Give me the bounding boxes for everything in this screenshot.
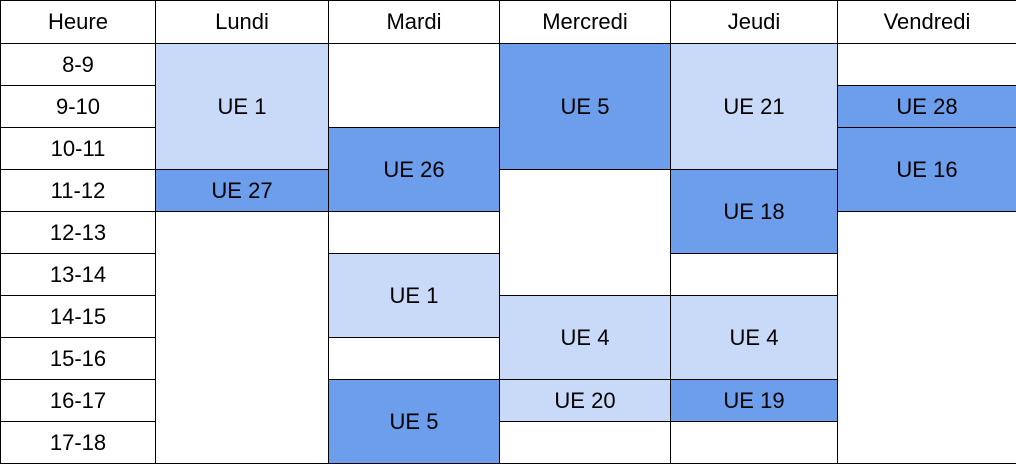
hour-label: 17-18 bbox=[0, 421, 156, 464]
empty-slot bbox=[670, 253, 838, 296]
header-day-vendredi: Vendredi bbox=[837, 0, 1016, 44]
hour-label: 15-16 bbox=[0, 337, 156, 380]
hour-row: 13-14 UE 1 bbox=[0, 253, 1016, 338]
hour-label: 11-12 bbox=[0, 169, 156, 212]
hour-label: 16-17 bbox=[0, 379, 156, 422]
course-block: UE 21 bbox=[670, 43, 838, 170]
hour-row: 17-18 bbox=[0, 421, 1016, 464]
empty-slot bbox=[499, 421, 671, 464]
hour-row: 9-10 UE 28 bbox=[0, 85, 1016, 128]
course-block: UE 28 bbox=[837, 85, 1016, 128]
course-block: UE 16 bbox=[837, 127, 1016, 212]
hour-label: 9-10 bbox=[0, 85, 156, 128]
hour-row: 10-11 UE 26 UE 16 bbox=[0, 127, 1016, 212]
empty-slot bbox=[670, 421, 838, 464]
course-block: UE 20 bbox=[499, 379, 671, 422]
empty-slot bbox=[837, 211, 1016, 464]
course-block: UE 26 bbox=[328, 127, 500, 212]
hour-row: 12-13 bbox=[0, 211, 1016, 464]
course-block: UE 4 bbox=[499, 295, 671, 380]
header-row: Heure Lundi Mardi Mercredi Jeudi Vendred… bbox=[0, 0, 1016, 44]
course-block: UE 5 bbox=[499, 43, 671, 170]
empty-slot bbox=[328, 43, 500, 128]
header-day-mardi: Mardi bbox=[328, 0, 500, 44]
hour-label: 13-14 bbox=[0, 253, 156, 296]
hour-row: 15-16 bbox=[0, 337, 1016, 380]
header-day-mercredi: Mercredi bbox=[499, 0, 671, 44]
empty-slot bbox=[328, 211, 500, 254]
course-block: UE 18 bbox=[670, 169, 838, 254]
course-block: UE 27 bbox=[155, 169, 329, 212]
empty-slot bbox=[155, 211, 329, 464]
hour-label: 14-15 bbox=[0, 295, 156, 338]
hour-label: 10-11 bbox=[0, 127, 156, 170]
header-day-lundi: Lundi bbox=[155, 0, 329, 44]
header-hour: Heure bbox=[0, 0, 156, 44]
hour-label: 12-13 bbox=[0, 211, 156, 254]
course-block: UE 1 bbox=[328, 253, 500, 338]
course-block: UE 19 bbox=[670, 379, 838, 422]
header-day-jeudi: Jeudi bbox=[670, 0, 838, 44]
empty-slot bbox=[837, 43, 1016, 86]
empty-slot bbox=[499, 169, 671, 296]
hour-label: 8-9 bbox=[0, 43, 156, 86]
course-block: UE 1 bbox=[155, 43, 329, 170]
course-block: UE 4 bbox=[670, 295, 838, 380]
course-block: UE 5 bbox=[328, 379, 500, 464]
empty-slot bbox=[328, 337, 500, 380]
